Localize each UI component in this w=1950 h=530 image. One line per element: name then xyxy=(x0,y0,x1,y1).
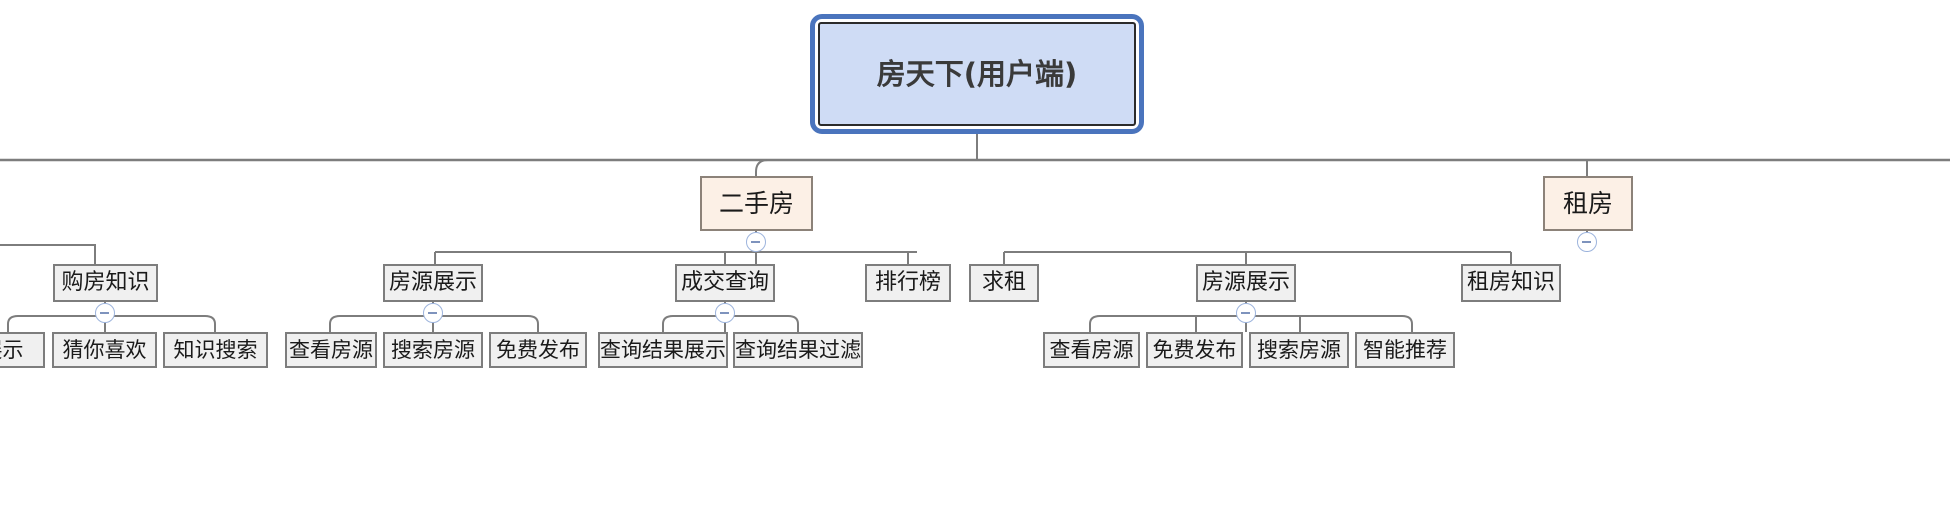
node-zhanshi[interactable]: 展示 xyxy=(0,332,45,368)
wire-bus-to-ershoufang xyxy=(755,159,769,176)
node-qiuzu[interactable]: 求租 xyxy=(969,264,1039,302)
node-zf-mianfei-fabu[interactable]: 免费发布 xyxy=(1146,332,1243,368)
node-caini-xihuan[interactable]: 猜你喜欢 xyxy=(52,332,157,368)
collapse-toggle-zufang[interactable] xyxy=(1577,232,1597,252)
node-paihangbang[interactable]: 排行榜 xyxy=(865,264,951,302)
node-ershoufang[interactable]: 二手房 xyxy=(700,176,813,231)
node-chaxun-jieguo-zhanshi[interactable]: 查询结果展示 xyxy=(598,332,728,368)
node-ershou-fangyuan-zhanshi[interactable]: 房源展示 xyxy=(383,264,483,302)
node-es-mianfei-fabu[interactable]: 免费发布 xyxy=(489,332,587,368)
node-zf-sousuo-fangyuan[interactable]: 搜索房源 xyxy=(1249,332,1349,368)
node-chaxun-jieguo-guolv[interactable]: 查询结果过滤 xyxy=(733,332,863,368)
node-zf-chakan-fangyuan[interactable]: 查看房源 xyxy=(1043,332,1140,368)
collapse-toggle-ershoufang[interactable] xyxy=(746,232,766,252)
node-es-sousuo-fangyuan[interactable]: 搜索房源 xyxy=(383,332,483,368)
root-node-fangtianxia[interactable]: 房天下(用户端) xyxy=(818,22,1136,126)
collapse-toggle-gouhang-zhishi[interactable] xyxy=(95,303,115,323)
node-zufang-fangyuan-zhanshi[interactable]: 房源展示 xyxy=(1196,264,1296,302)
wire-to-gouhang-zhishi xyxy=(0,244,96,264)
node-zhishi-sousuo[interactable]: 知识搜索 xyxy=(163,332,268,368)
node-zufang-zhishi[interactable]: 租房知识 xyxy=(1461,264,1561,302)
collapse-toggle-chengjiao-chaxun[interactable] xyxy=(715,303,735,323)
node-gouhang-zhishi[interactable]: 购房知识 xyxy=(53,264,158,302)
node-es-chakan-fangyuan[interactable]: 查看房源 xyxy=(285,332,377,368)
collapse-toggle-zufang-fangyuan[interactable] xyxy=(1236,303,1256,323)
node-zufang[interactable]: 租房 xyxy=(1543,176,1633,231)
node-zhineng-tuijian[interactable]: 智能推荐 xyxy=(1355,332,1455,368)
collapse-toggle-ershou-fangyuan[interactable] xyxy=(423,303,443,323)
node-chengjiao-chaxun[interactable]: 成交查询 xyxy=(675,264,775,302)
